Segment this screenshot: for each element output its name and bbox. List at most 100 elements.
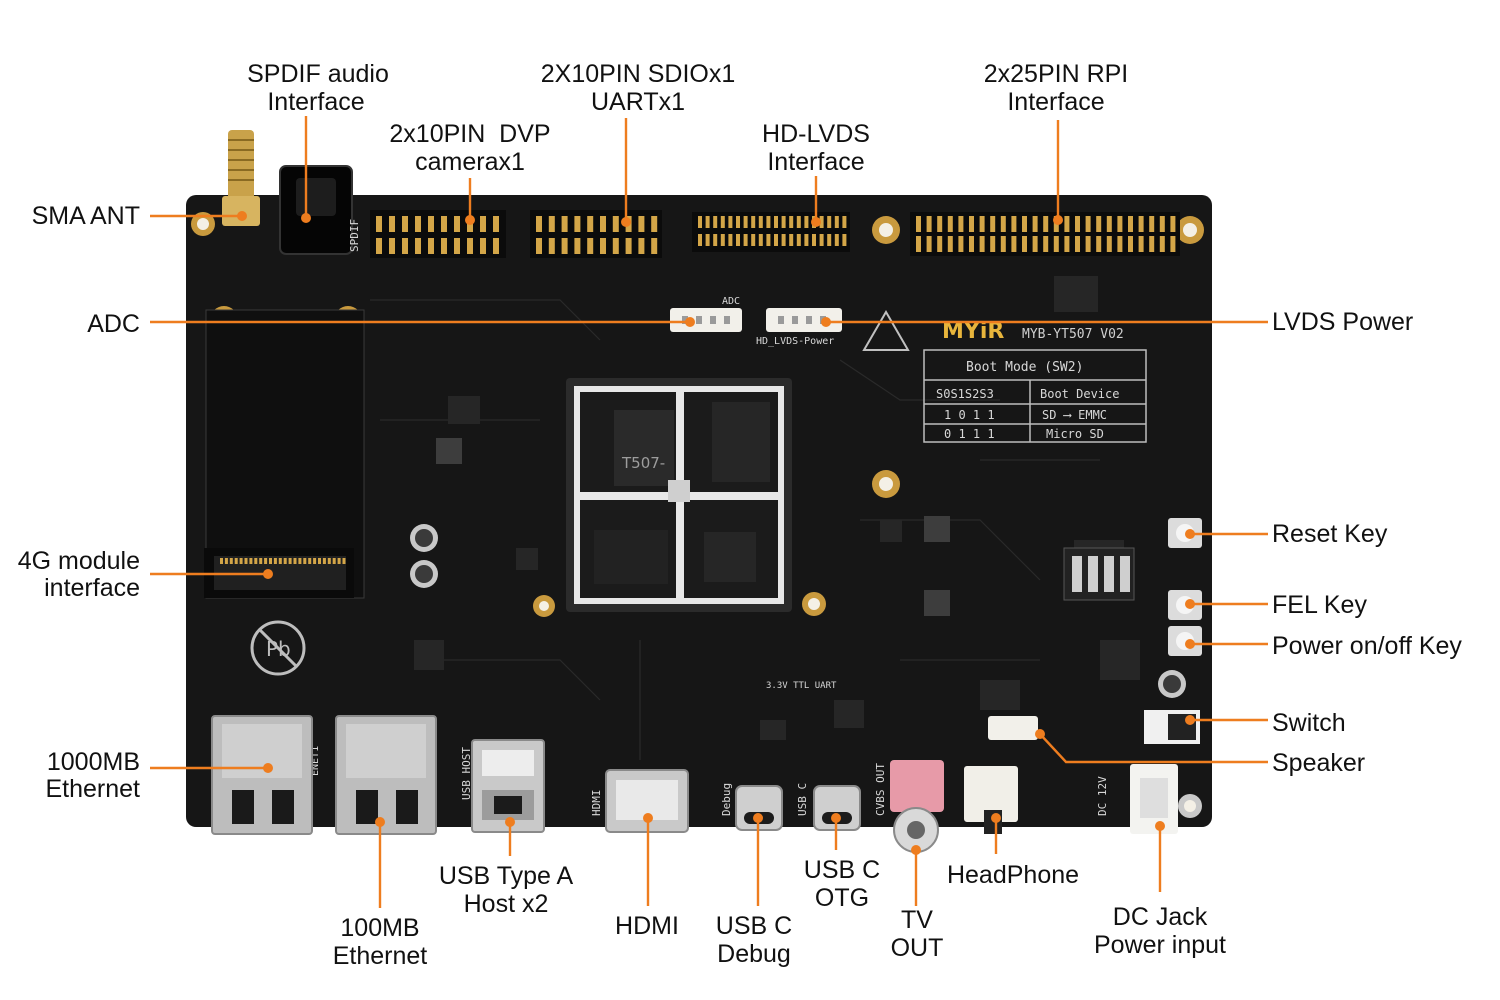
- boot-row-device: SD ⟶ EMMC: [1042, 408, 1107, 422]
- header-pin: [812, 234, 816, 246]
- silk-spdif: SPDIF: [348, 219, 361, 252]
- header-pin: [1106, 216, 1112, 232]
- header-pin: [1138, 216, 1144, 232]
- callout-fel-key: FEL Key: [1272, 591, 1367, 619]
- boot-table-title: Boot Mode (SW2): [966, 360, 1083, 375]
- header-pin: [1032, 236, 1038, 252]
- header-pin: [1022, 236, 1027, 252]
- header-pin: [1000, 236, 1006, 252]
- header-pin: [220, 558, 223, 564]
- ethernet-1000mb-jack: [211, 715, 313, 835]
- callout-power-key: Power on/off Key: [1272, 632, 1462, 660]
- header-pin: [337, 558, 341, 564]
- header-pin: [834, 234, 839, 246]
- header-pin: [990, 216, 996, 232]
- header-pin: [402, 238, 408, 254]
- header-pin: [313, 558, 317, 564]
- header-pin: [819, 234, 824, 246]
- header-pin: [229, 558, 233, 564]
- core-module: T507-: [566, 378, 792, 612]
- header-pin: [587, 216, 594, 232]
- header-pin: [1117, 216, 1123, 232]
- header-pin: [705, 216, 710, 228]
- header-pin: [1128, 216, 1133, 232]
- header-pin: [480, 216, 486, 232]
- ethernet-100mb-jack: [335, 715, 437, 835]
- header-pin: [441, 216, 447, 232]
- header-pin: [1011, 216, 1017, 232]
- header-pin: [1053, 236, 1059, 252]
- header-pin: [1149, 236, 1155, 252]
- header-pin: [264, 558, 268, 564]
- header-pin: [1096, 216, 1102, 232]
- header-pin: [789, 234, 794, 246]
- header-pin: [1064, 236, 1070, 252]
- capacitors: [410, 438, 1186, 698]
- header-pin: [916, 236, 921, 252]
- header-pin: [587, 238, 594, 254]
- header-pin: [751, 216, 756, 228]
- header-pin: [234, 558, 238, 564]
- header-pin: [402, 216, 408, 232]
- header-pin: [467, 238, 473, 254]
- header-pin: [698, 216, 702, 228]
- header-pin: [926, 216, 932, 232]
- header-pin: [342, 558, 346, 564]
- header-pin: [493, 238, 499, 254]
- header-pin: [751, 234, 756, 246]
- header-pin: [1011, 236, 1017, 252]
- header-pin: [327, 558, 331, 564]
- header-pin: [842, 234, 847, 246]
- dc-jack: [1130, 764, 1178, 834]
- header-pin: [332, 558, 336, 564]
- header-pin: [278, 558, 282, 564]
- header-pin: [561, 238, 568, 254]
- header-pin: [979, 216, 985, 232]
- header-pin: [288, 558, 292, 564]
- header-pin: [415, 216, 421, 232]
- header-pin: [1128, 236, 1133, 252]
- header-pin: [758, 234, 763, 246]
- header-pin: [842, 216, 847, 228]
- callout-switch: Switch: [1272, 709, 1346, 737]
- header-pin: [743, 234, 748, 246]
- header-pin: [804, 216, 809, 228]
- header-pin: [428, 238, 434, 254]
- header-pin: [774, 216, 778, 228]
- header-pin: [480, 238, 486, 254]
- header-pin: [947, 236, 953, 252]
- header-pin: [561, 216, 568, 232]
- header-pin: [239, 558, 243, 564]
- hdmi-port: [605, 769, 689, 833]
- header-pin: [1022, 216, 1027, 232]
- header-pin: [819, 216, 824, 228]
- header-pin: [612, 216, 619, 232]
- header-pin: [389, 238, 395, 254]
- module-4g-slot: [204, 309, 365, 599]
- header-pin: [979, 236, 985, 252]
- silk-debug: Debug: [720, 783, 733, 816]
- header-pin: [958, 216, 964, 232]
- header-pin: [536, 216, 542, 232]
- header-pin: [293, 558, 297, 564]
- header-pin: [625, 238, 632, 254]
- header-pin: [1032, 216, 1038, 232]
- header-pin: [1106, 236, 1112, 252]
- header-pin: [713, 216, 718, 228]
- boot-dip-switch: [1063, 547, 1135, 601]
- tactile-keys: [1168, 518, 1202, 656]
- sdio-uart-header: [530, 210, 662, 258]
- header-pin: [990, 236, 996, 252]
- header-pin: [937, 236, 943, 252]
- header-pin: [224, 558, 228, 564]
- tv-out-rca-jack: [890, 760, 944, 853]
- header-pin: [774, 234, 778, 246]
- header-pin: [249, 558, 253, 564]
- silk-usb-c: USB C: [796, 783, 809, 816]
- callout-hdmi: HDMI: [615, 912, 679, 940]
- header-pin: [1170, 236, 1176, 252]
